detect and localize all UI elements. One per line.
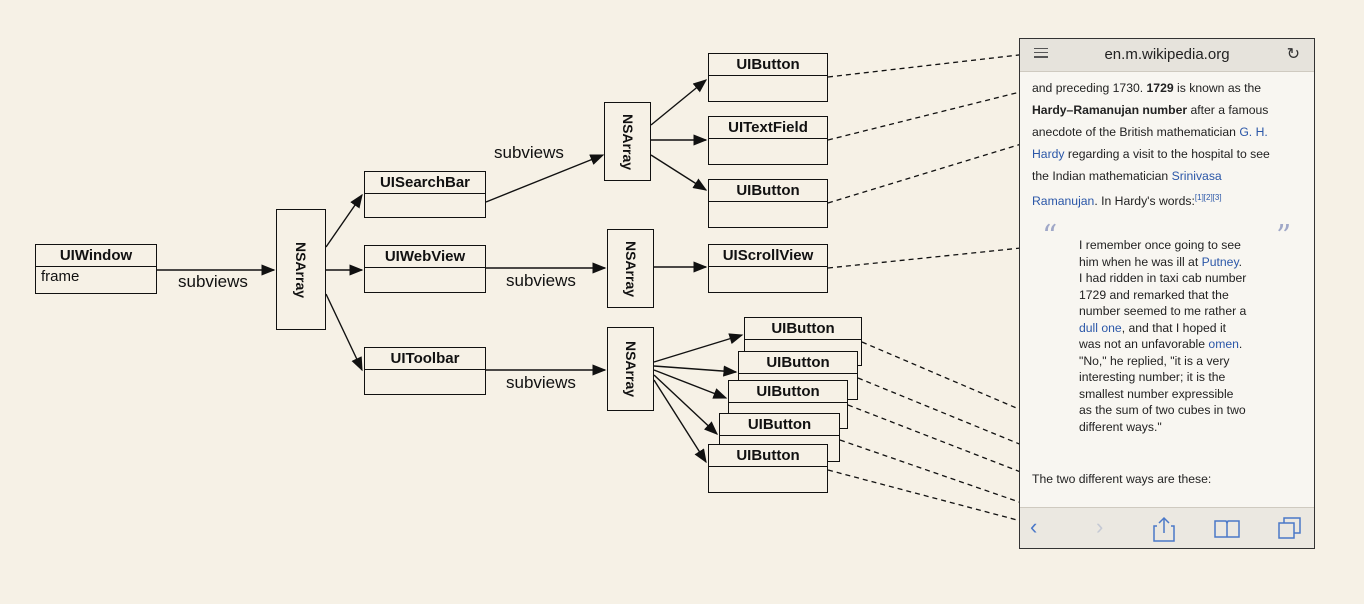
article-bold-1729: 1729 xyxy=(1146,81,1174,95)
link-srinivasa[interactable]: Srinivasa xyxy=(1171,169,1222,183)
arrow-array-tbbutton1 xyxy=(653,333,744,363)
open-quote-icon: “ xyxy=(1042,219,1058,254)
uiwindow-box: UIWindow frame xyxy=(35,244,157,294)
toolbar-uibutton-title-5: UIButton xyxy=(709,445,827,467)
uiscrollview-title: UIScrollView xyxy=(709,245,827,267)
reload-icon[interactable]: ↻ xyxy=(1286,46,1300,63)
article-line-2: after a famous xyxy=(1187,103,1269,117)
close-quote-icon: ” xyxy=(1276,219,1292,254)
quote-block: I remember once going to see him when he… xyxy=(1079,237,1247,435)
uiscrollview-box: UIScrollView xyxy=(708,244,828,293)
subviews-label-1: subviews xyxy=(178,272,248,291)
link-gh[interactable]: G. H. xyxy=(1239,125,1268,139)
uitoolbar-title: UIToolbar xyxy=(365,348,485,370)
link-hardy[interactable]: Hardy xyxy=(1032,147,1065,161)
nsarray-box-4: NSArray xyxy=(607,327,654,411)
toolbar-uibutton-box-5: UIButton xyxy=(708,444,828,493)
uiwebview-box: UIWebView xyxy=(364,245,486,293)
phone-screen: en.m.wikipedia.org ↻ and preceding 1730.… xyxy=(1019,38,1315,549)
article-line-5: the Indian mathematician xyxy=(1032,169,1172,183)
uiwebview-title: UIWebView xyxy=(365,246,485,268)
quote-part-4: . "No," he replied, "it is a very intere… xyxy=(1079,337,1246,434)
uisearchbar-title: UISearchBar xyxy=(365,172,485,194)
article-line-6: . In Hardy's words: xyxy=(1094,194,1195,209)
article-line-1c: is known as the xyxy=(1173,81,1262,95)
uitoolbar-box: UIToolbar xyxy=(364,347,486,395)
toolbar-uibutton-title-2: UIButton xyxy=(739,352,857,374)
share-icon[interactable] xyxy=(1153,516,1175,542)
arrow-array-button1 xyxy=(650,79,708,126)
browser-toolbar: ‹ › xyxy=(1020,507,1314,548)
subviews-label-3: subviews xyxy=(506,271,576,290)
nsarray-box-3: NSArray xyxy=(607,229,654,308)
uibutton-title-2: UIButton xyxy=(709,180,827,202)
url-bar[interactable]: en.m.wikipedia.org ↻ xyxy=(1020,39,1314,72)
toolbar-uibutton-title-3: UIButton xyxy=(729,381,847,403)
nsarray-label-3: NSArray xyxy=(622,240,639,297)
nsarray-box-1: NSArray xyxy=(276,209,326,330)
back-icon[interactable]: ‹ xyxy=(1030,514,1038,539)
arrow-array-searchbar xyxy=(325,193,363,248)
bookmarks-icon[interactable] xyxy=(1214,519,1240,539)
nsarray-label-4: NSArray xyxy=(622,340,639,398)
reader-menu-icon[interactable] xyxy=(1034,48,1048,61)
link-ramanujan[interactable]: Ramanujan xyxy=(1032,194,1095,209)
quote-part-3: , and that I hoped it was not an unfavor… xyxy=(1079,320,1227,352)
link-putney[interactable]: Putney xyxy=(1201,254,1239,269)
tabs-icon[interactable] xyxy=(1278,517,1302,539)
uibutton-box-1: UIButton xyxy=(708,53,828,102)
citation-links[interactable]: [1][2][3] xyxy=(1194,193,1222,202)
subviews-label-4: subviews xyxy=(506,373,576,392)
nsarray-label-1: NSArray xyxy=(293,241,309,298)
uibutton-box-2: UIButton xyxy=(708,179,828,228)
toolbar-uibutton-title-4: UIButton xyxy=(720,414,839,436)
url-text[interactable]: en.m.wikipedia.org xyxy=(1104,46,1230,63)
quote-part-1: I remember once going to see him when he… xyxy=(1079,238,1241,269)
article-text: and preceding 1730. 1729 is known as the… xyxy=(1032,77,1307,212)
article-line-1: and preceding 1730. xyxy=(1032,81,1147,95)
arrow-array-tbbutton3 xyxy=(653,369,728,399)
arrow-array-toolbar xyxy=(325,293,363,372)
uisearchbar-box: UISearchBar xyxy=(364,171,486,218)
subviews-label-2: subviews xyxy=(494,143,564,162)
uibutton-title-1: UIButton xyxy=(709,54,827,76)
uitextfield-title: UITextField xyxy=(709,117,827,139)
quote-part-2: . I had ridden in taxi cab number 1729 a… xyxy=(1079,254,1247,319)
nsarray-box-2: NSArray xyxy=(604,102,651,181)
article-bold-hr-number: Hardy–Ramanujan number xyxy=(1032,103,1188,117)
arrow-array-tbbutton4 xyxy=(653,374,719,435)
link-dull-one[interactable]: dull one xyxy=(1079,320,1122,335)
link-omen[interactable]: omen xyxy=(1208,337,1239,351)
uitextfield-box: UITextField xyxy=(708,116,828,165)
arrow-searchbar-array xyxy=(485,154,605,203)
uiwindow-title: UIWindow xyxy=(36,245,156,267)
arrow-array-tbbutton5 xyxy=(653,379,707,464)
article-line-4: regarding a visit to the hospital to see xyxy=(1064,147,1270,161)
nsarray-label-2: NSArray xyxy=(619,113,636,170)
arrow-array-button2 xyxy=(650,154,708,191)
uiwindow-frame-attr: frame xyxy=(41,268,80,285)
article-after-quote: The two different ways are these: xyxy=(1032,472,1212,486)
toolbar-uibutton-title-1: UIButton xyxy=(745,318,861,340)
arrow-array-tbbutton2 xyxy=(653,365,738,377)
article-line-3: anecdote of the British mathematician xyxy=(1032,125,1240,139)
forward-icon[interactable]: › xyxy=(1096,514,1104,539)
